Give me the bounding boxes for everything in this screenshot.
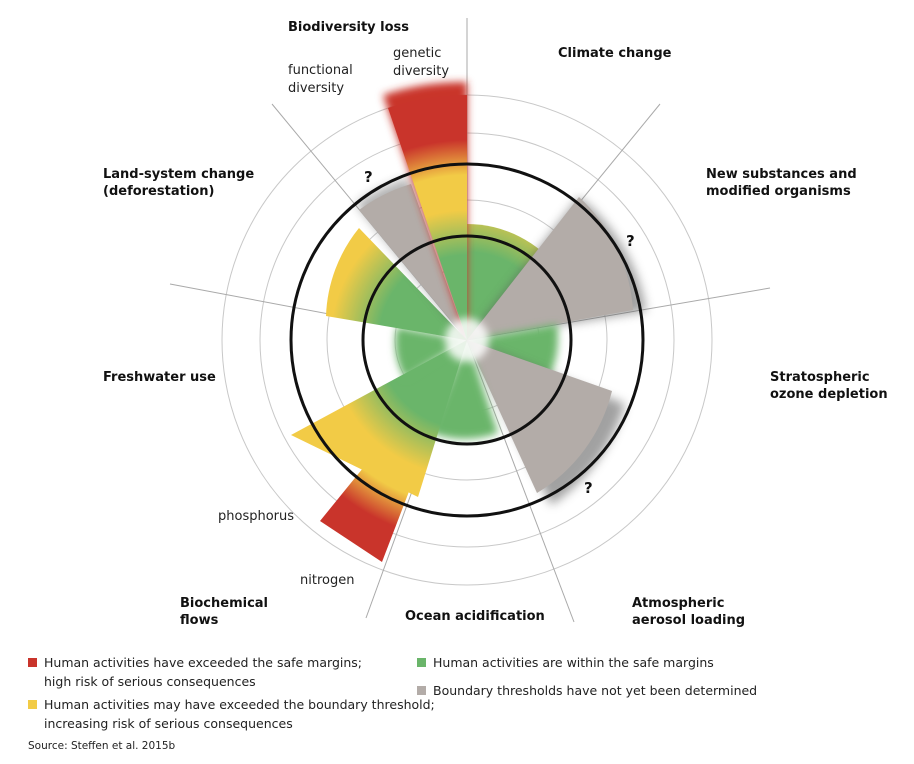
label-genetic-diversity-1: genetic bbox=[393, 46, 441, 61]
label-land-system-1: Land-system change bbox=[103, 167, 254, 182]
wedge-phosphorus bbox=[291, 340, 467, 497]
label-stratospheric-2: ozone depletion bbox=[770, 387, 888, 402]
label-functional-diversity-1: functional bbox=[288, 63, 353, 78]
label-biodiversity-loss: Biodiversity loss bbox=[288, 20, 409, 35]
legend-swatch-grey bbox=[417, 686, 426, 695]
legend-swatch-green bbox=[417, 658, 426, 667]
label-biochemical-2: flows bbox=[180, 613, 219, 628]
legend-swatch-red bbox=[28, 658, 37, 667]
label-land-system-2: (deforestation) bbox=[103, 184, 214, 199]
label-aerosol-1: Atmospheric bbox=[632, 596, 724, 611]
safe-boundary-ring bbox=[361, 234, 573, 446]
label-new-substances-1: New substances and bbox=[706, 167, 857, 182]
legend-green-text: Human activities are within the safe mar… bbox=[433, 655, 714, 670]
wedge-ocean-acidification bbox=[429, 340, 498, 439]
wedge-land-system-change bbox=[326, 228, 467, 340]
legend-item-green: Human activities are within the safe mar… bbox=[417, 653, 714, 672]
legend-red-line2: high risk of serious consequences bbox=[44, 674, 256, 689]
legend-item-grey: Boundary thresholds have not yet been de… bbox=[417, 681, 757, 700]
label-climate-change: Climate change bbox=[558, 46, 672, 61]
wedge-functional-diversity bbox=[359, 184, 467, 340]
label-new-substances-2: modified organisms bbox=[706, 184, 851, 199]
legend-yellow-line2: increasing risk of serious consequences bbox=[44, 716, 293, 731]
label-functional-diversity-2: diversity bbox=[288, 81, 344, 96]
high-risk-boundary-ring bbox=[289, 162, 645, 518]
unknown-mark-functional-diversity: ? bbox=[364, 168, 373, 186]
label-nitrogen: nitrogen bbox=[300, 573, 354, 588]
unknown-mark-aerosol: ? bbox=[584, 479, 593, 497]
wedge-genetic-diversity bbox=[388, 94, 467, 340]
label-biochemical-1: Biochemical bbox=[180, 596, 268, 611]
label-freshwater-use: Freshwater use bbox=[103, 370, 216, 385]
label-ocean-acidification: Ocean acidification bbox=[405, 609, 545, 624]
source-note: Source: Steffen et al. 2015b bbox=[28, 740, 176, 752]
legend-red-line1: Human activities have exceeded the safe … bbox=[44, 655, 362, 670]
legend-grey-text: Boundary thresholds have not yet been de… bbox=[433, 683, 758, 698]
unknown-mark-new-substances: ? bbox=[626, 232, 635, 250]
legend-swatch-yellow bbox=[28, 700, 37, 709]
legend: Human activities have exceeded the safe … bbox=[28, 653, 888, 735]
boundary-wedges bbox=[291, 81, 646, 562]
legend-item-red: Human activities have exceeded the safe … bbox=[28, 653, 362, 691]
planetary-boundaries-diagram: ? ? ? Biodiversity loss genetic diversit… bbox=[103, 18, 888, 628]
wedge-new-substances bbox=[467, 197, 633, 340]
label-genetic-diversity-2: diversity bbox=[393, 64, 449, 79]
center-highlight bbox=[445, 318, 489, 362]
label-phosphorus: phosphorus bbox=[218, 509, 294, 524]
label-aerosol-2: aerosol loading bbox=[632, 613, 745, 628]
label-stratospheric-1: Stratospheric bbox=[770, 370, 870, 385]
legend-yellow-line1: Human activities may have exceeded the b… bbox=[44, 697, 435, 712]
sector-labels: Biodiversity loss genetic diversity func… bbox=[103, 20, 888, 628]
sector-divider bbox=[466, 339, 575, 623]
legend-item-yellow: Human activities may have exceeded the b… bbox=[28, 695, 435, 733]
